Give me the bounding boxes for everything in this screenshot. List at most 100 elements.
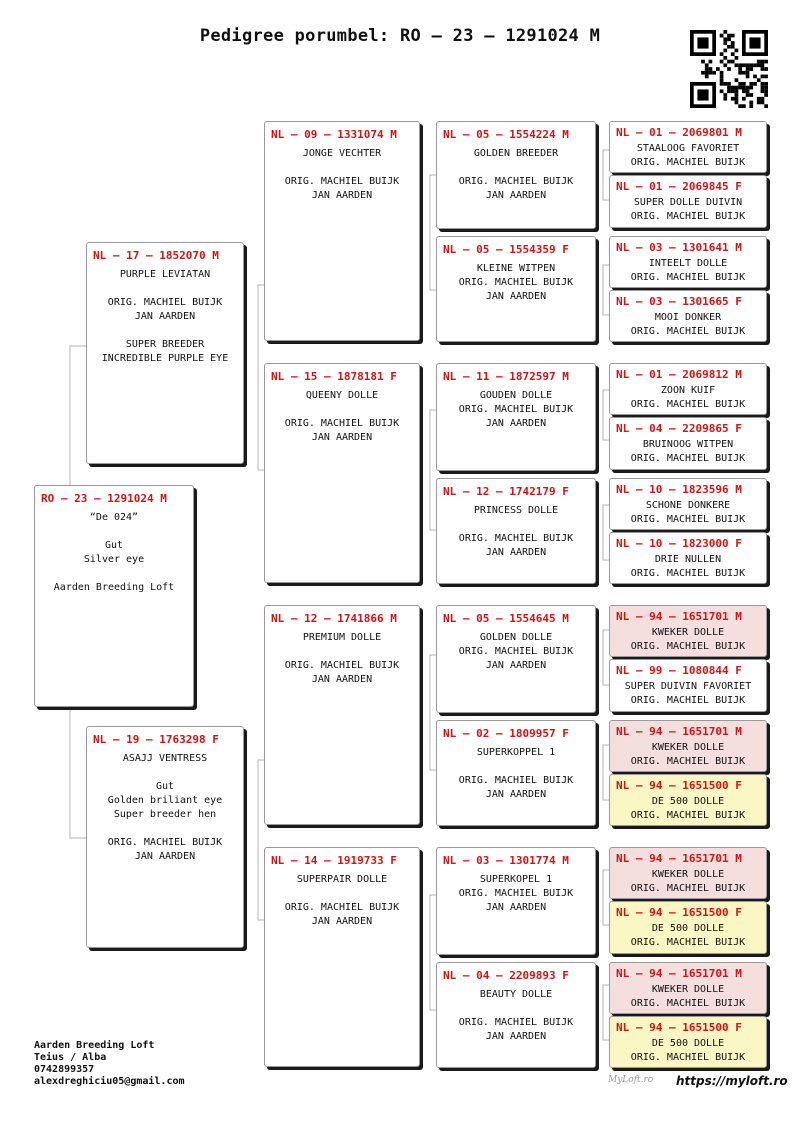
pigeon-card-sds[interactable]: NL – 11 – 1872597 M GOUDEN DOLLE ORIG. M… — [436, 363, 596, 471]
card-line: DE 500 DOLLE — [651, 796, 725, 807]
card-line — [269, 887, 415, 901]
card-line: ORIG. MACHIEL BUIJK — [458, 1017, 574, 1028]
card-line: KWEKER DOLLE — [651, 742, 725, 753]
pigeon-card-ds[interactable]: NL – 12 – 1741866 M PREMIUM DOLLE ORIG. … — [264, 605, 420, 825]
pigeon-card-g15[interactable]: NL – 94 – 1651701 M KWEKER DOLLE ORIG. M… — [609, 962, 767, 1014]
pigeon-card-g6[interactable]: NL – 04 – 2209865 F BRUINOOG WITPEN ORIG… — [609, 417, 767, 470]
ring-number: NL – 12 – 1742179 F — [443, 485, 569, 498]
card-line: JAN AARDEN — [485, 660, 547, 671]
ring-number: NL – 12 – 1741866 M — [271, 612, 397, 625]
card-line: “De 024” — [89, 512, 139, 523]
card-line: STAALOOG FAVORIET — [636, 143, 740, 154]
card-line: SUPER DOLLE DUIVIN — [633, 197, 743, 208]
card-line: SUPERKOPEL 1 — [479, 874, 553, 885]
card-line: JAN AARDEN — [485, 418, 547, 429]
ring-number: NL – 05 – 1554645 M — [443, 612, 569, 625]
card-line: ORIG. MACHIEL BUIJK — [284, 176, 400, 187]
breeder-location: Teius / Alba — [34, 1052, 107, 1063]
card-line: JONGE VECHTER — [302, 148, 382, 159]
card-line — [39, 525, 189, 539]
ring-number: NL – 01 – 2069812 M — [616, 368, 742, 381]
card-line: Golden briliant eye — [107, 795, 223, 806]
ring-number: NL – 11 – 1872597 M — [443, 370, 569, 383]
pigeon-card-subject[interactable]: RO – 23 – 1291024 M “De 024” Gut Silver … — [34, 485, 194, 707]
ring-number: NL – 03 – 1301665 F — [616, 295, 742, 308]
card-line: DE 500 DOLLE — [651, 1038, 725, 1049]
pigeon-card-g11[interactable]: NL – 94 – 1651701 M KWEKER DOLLE ORIG. M… — [609, 720, 767, 772]
pigeon-card-g8[interactable]: NL – 10 – 1823000 F DRIE NULLEN ORIG. MA… — [609, 532, 767, 584]
pigeon-card-sire[interactable]: NL – 17 – 1852070 M PURPLE LEVIATAN ORIG… — [86, 242, 244, 464]
ring-number: NL – 94 – 1651701 M — [616, 610, 742, 623]
page-title: Pedigree porumbel: RO – 23 – 1291024 M — [199, 26, 601, 46]
card-line: JAN AARDEN — [311, 916, 373, 927]
card-line: ORIG. MACHIEL BUIJK — [284, 660, 400, 671]
card-line: ZOON KUIF — [660, 385, 716, 396]
card-line: PRINCESS DOLLE — [473, 505, 559, 516]
pigeon-card-g4[interactable]: NL – 03 – 1301665 F MOOI DONKER ORIG. MA… — [609, 290, 767, 342]
card-line: PREMIUM DOLLE — [302, 632, 382, 643]
breeder-phone: 0742899357 — [34, 1064, 95, 1075]
pigeon-card-g16[interactable]: NL – 94 – 1651500 F DE 500 DOLLE ORIG. M… — [609, 1016, 767, 1068]
card-line: ORIG. MACHIEL BUIJK — [458, 775, 574, 786]
breeder-name: Aarden Breeding Loft — [34, 1040, 155, 1051]
ring-number: NL – 94 – 1651701 M — [616, 852, 742, 865]
breeder-contact: Aarden Breeding Loft Teius / Alba 074289… — [34, 1040, 185, 1088]
pigeon-card-sdd[interactable]: NL – 12 – 1742179 F PRINCESS DOLLE ORIG.… — [436, 478, 596, 584]
ring-number: NL – 10 – 1823000 F — [616, 537, 742, 550]
pigeon-card-g3[interactable]: NL – 03 – 1301641 M INTEELT DOLLE ORIG. … — [609, 236, 767, 288]
card-line: ORIG. MACHIEL BUIJK — [630, 756, 746, 767]
ring-number: NL – 94 – 1651701 M — [616, 967, 742, 980]
card-line: ORIG. MACHIEL BUIJK — [284, 418, 400, 429]
ring-number: NL – 94 – 1651500 F — [616, 1021, 742, 1034]
ring-number: NL – 09 – 1331074 M — [271, 128, 397, 141]
pigeon-card-g14[interactable]: NL – 94 – 1651500 F DE 500 DOLLE ORIG. M… — [609, 901, 767, 954]
pigeon-card-sd[interactable]: NL – 15 – 1878181 F QUEENY DOLLE ORIG. M… — [264, 363, 420, 583]
card-line: ORIG. MACHIEL BUIJK — [630, 272, 746, 283]
card-line: Gut — [104, 540, 124, 551]
card-line — [441, 1002, 591, 1016]
pigeon-card-g9[interactable]: NL – 94 – 1651701 M KWEKER DOLLE ORIG. M… — [609, 605, 767, 657]
pigeon-card-ss[interactable]: NL – 09 – 1331074 M JONGE VECHTER ORIG. … — [264, 121, 420, 341]
pigeon-card-g2[interactable]: NL – 01 – 2069845 F SUPER DOLLE DUIVIN O… — [609, 175, 767, 228]
card-line: ORIG. MACHIEL BUIJK — [458, 888, 574, 899]
card-line — [91, 822, 239, 836]
pigeon-card-dd[interactable]: NL – 14 – 1919733 F SUPERPAIR DOLLE ORIG… — [264, 847, 420, 1067]
card-line: JAN AARDEN — [311, 190, 373, 201]
card-line: MOOI DONKER — [654, 312, 722, 323]
pigeon-card-dds[interactable]: NL – 03 – 1301774 M SUPERKOPEL 1 ORIG. M… — [436, 847, 596, 955]
card-line: GOLDEN DOLLE — [479, 632, 553, 643]
card-line: ORIG. MACHIEL BUIJK — [630, 1052, 746, 1063]
pigeon-card-g13[interactable]: NL – 94 – 1651701 M KWEKER DOLLE ORIG. M… — [609, 847, 767, 899]
card-line: KWEKER DOLLE — [651, 627, 725, 638]
pigeon-card-dsd[interactable]: NL – 02 – 1809957 F SUPERKOPPEL 1 ORIG. … — [436, 720, 596, 826]
card-line: ORIG. MACHIEL BUIJK — [630, 211, 746, 222]
pigeon-card-ddd[interactable]: NL – 04 – 2209893 F BEAUTY DOLLE ORIG. M… — [436, 962, 596, 1068]
card-line — [269, 161, 415, 175]
ring-number: RO – 23 – 1291024 M — [41, 492, 167, 505]
pigeon-card-dam[interactable]: NL – 19 – 1763298 F ASAJJ VENTRESS Gut G… — [86, 726, 244, 948]
card-line: JAN AARDEN — [485, 291, 547, 302]
card-line — [91, 282, 239, 296]
pigeon-card-ssd[interactable]: NL – 05 – 1554359 F KLEINE WITPEN ORIG. … — [436, 236, 596, 342]
pigeon-card-g5[interactable]: NL – 01 – 2069812 M ZOON KUIF ORIG. MACH… — [609, 363, 767, 415]
card-line: ORIG. MACHIEL BUIJK — [630, 998, 746, 1009]
card-line: ORIG. MACHIEL BUIJK — [458, 404, 574, 415]
card-line: GOUDEN DOLLE — [479, 390, 553, 401]
pigeon-card-g7[interactable]: NL – 10 – 1823596 M SCHONE DONKERE ORIG.… — [609, 478, 767, 530]
pigeon-card-g1[interactable]: NL – 01 – 2069801 M STAALOOG FAVORIET OR… — [609, 121, 767, 173]
card-line: ORIG. MACHIEL BUIJK — [630, 399, 746, 410]
pigeon-card-g12[interactable]: NL – 94 – 1651500 F DE 500 DOLLE ORIG. M… — [609, 774, 767, 826]
card-line — [441, 760, 591, 774]
card-line: SUPERPAIR DOLLE — [296, 874, 388, 885]
card-line: INTEELT DOLLE — [648, 258, 728, 269]
pigeon-card-sss[interactable]: NL – 05 – 1554224 M GOLDEN BREEDER ORIG.… — [436, 121, 596, 229]
card-line — [91, 766, 239, 780]
card-line: JAN AARDEN — [485, 547, 547, 558]
card-line: ORIG. MACHIEL BUIJK — [630, 641, 746, 652]
pigeon-card-dss[interactable]: NL – 05 – 1554645 M GOLDEN DOLLE ORIG. M… — [436, 605, 596, 713]
card-line: ORIG. MACHIEL BUIJK — [458, 277, 574, 288]
ring-number: NL – 01 – 2069801 M — [616, 126, 742, 139]
ring-number: NL – 02 – 1809957 F — [443, 727, 569, 740]
pigeon-card-g10[interactable]: NL – 99 – 1080844 F SUPER DUIVIN FAVORIE… — [609, 659, 767, 712]
website-link[interactable]: https://myloft.ro — [676, 1074, 788, 1088]
